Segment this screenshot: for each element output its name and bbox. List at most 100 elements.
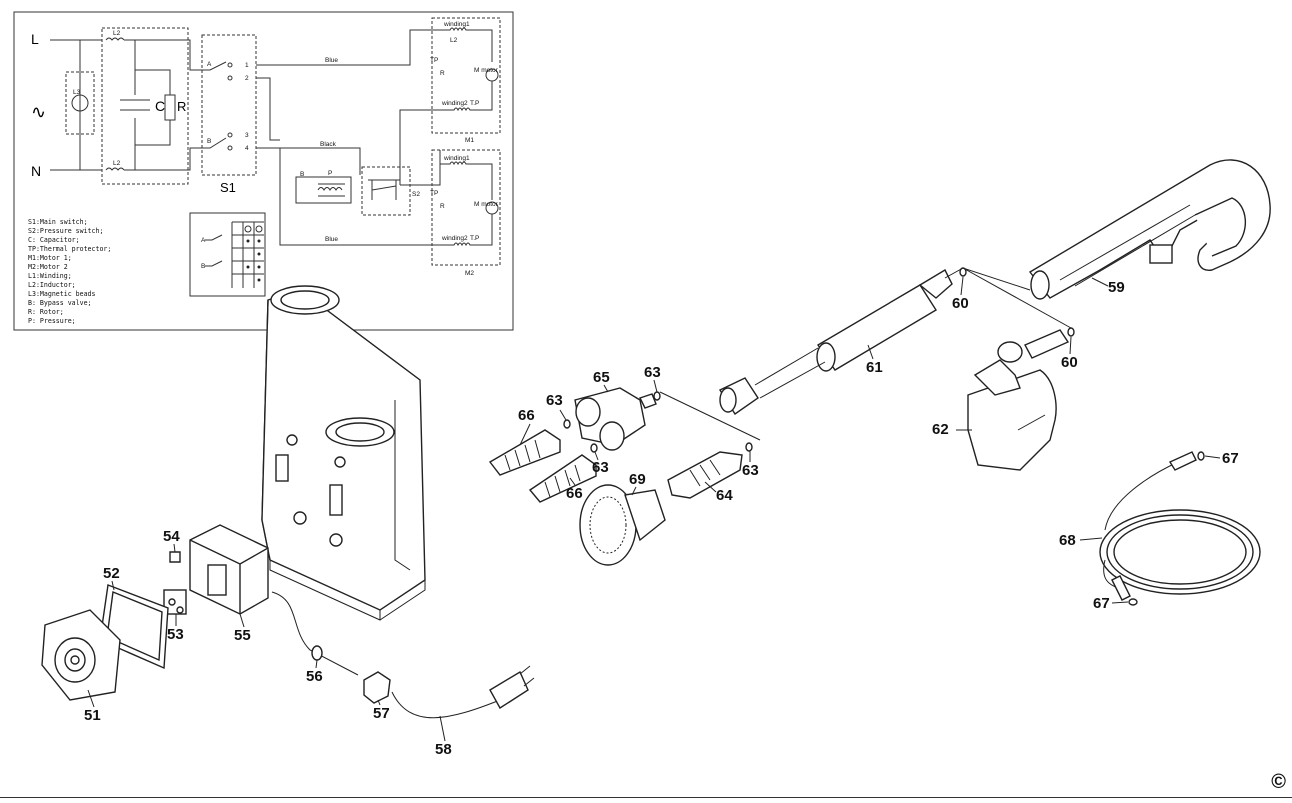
m1-tp2-label: T.P (470, 100, 479, 107)
label-part-61: 61 (866, 359, 883, 376)
legend-item: C: Capacitor; (28, 236, 80, 244)
legend-item: L1:Winding; (28, 272, 72, 280)
m1-winding2-label: winding2 (441, 100, 468, 107)
label-part-62: 62 (932, 421, 949, 438)
part-64-nozzle (667, 451, 743, 499)
ac-source-symbol: ∿ (31, 102, 46, 122)
label-L2-bottom: L2 (113, 160, 121, 167)
part-66-nozzle-bottom (528, 454, 597, 503)
wire-black (280, 147, 361, 175)
label-L3: L3 (73, 89, 81, 96)
label-N: N (31, 163, 41, 179)
label-part-67-a: 67 (1222, 450, 1239, 467)
m2-winding2-label: winding2 (441, 235, 468, 242)
part-57-clamp (363, 671, 391, 704)
wire-blue-top (256, 29, 440, 66)
bypass-valve (295, 176, 352, 204)
o-ring-67 (1128, 598, 1138, 606)
table-label-A: A (201, 237, 206, 244)
legend-item: L3:Magnetic beads (28, 290, 96, 298)
part-53-switch (163, 589, 187, 615)
part-62-foam-bottle (967, 329, 1070, 471)
part-56-cable (271, 591, 359, 676)
label-part-63-a: 63 (644, 364, 661, 381)
label-part-66-b: 66 (566, 485, 583, 502)
part-58-plug (489, 670, 529, 709)
part-66-nozzle-top (488, 429, 561, 476)
s1-box (201, 34, 257, 176)
m2-r-label: R (440, 203, 445, 210)
label-part-55: 55 (234, 627, 251, 644)
label-part-56: 56 (306, 668, 323, 685)
label-part-68: 68 (1059, 532, 1076, 549)
legend-item: S1:Main switch; (28, 218, 88, 226)
legend-item: M2:Motor 2 (28, 263, 68, 271)
o-ring-63 (745, 442, 753, 452)
label-part-58: 58 (435, 741, 452, 758)
label-part-60-a: 60 (952, 295, 969, 312)
part-65-nozzle-holder (574, 387, 657, 451)
o-ring-63 (590, 443, 598, 453)
motor-housing (261, 285, 426, 621)
label-part-54: 54 (163, 528, 180, 545)
m2-tp2-label: T.P (470, 235, 479, 242)
part-69-brush (579, 484, 666, 566)
wiring-schematic: L N ∿ L3 L2 L2 C R S1 A B 1 2 3 4 (13, 11, 514, 331)
mains-lines (50, 39, 81, 171)
o-ring-63 (653, 391, 661, 401)
label-C: C (155, 98, 165, 114)
switch-state-table (189, 212, 266, 297)
label-part-51: 51 (84, 707, 101, 724)
resistor (164, 94, 176, 121)
filter-box (101, 27, 189, 185)
label-part-65: 65 (593, 369, 610, 386)
label-M2: M2 (465, 270, 474, 277)
part-56-grommet (311, 645, 323, 661)
terminal-4: 4 (245, 145, 249, 152)
schematic-legend: S1:Main switch; S2:Pressure switch; C: C… (28, 218, 111, 325)
label-part-66-a: 66 (518, 407, 535, 424)
m2-motor-label: M motor (474, 201, 499, 208)
label-part-63-d: 63 (742, 462, 759, 479)
label-M1: M1 (465, 137, 474, 144)
label-R: R (177, 99, 186, 114)
part-51-cover (41, 609, 121, 701)
terminal-1: 1 (245, 62, 249, 69)
label-S2: S2 (412, 191, 420, 198)
m1-winding1-label: winding1 (443, 21, 470, 28)
part-58-power-cord (391, 691, 501, 719)
assembly-lines (659, 267, 1072, 441)
part-54-clip (169, 551, 181, 563)
o-ring-60 (1067, 327, 1075, 337)
wire-blue-bottom (256, 147, 440, 246)
label-switch-A: A (207, 61, 212, 68)
table-label-B: B (201, 263, 205, 270)
legend-item: B: Bypass valve; (28, 299, 92, 307)
label-L2-top: L2 (113, 30, 121, 37)
label-blue-bottom: Blue (325, 236, 338, 243)
label-P: P (328, 170, 332, 177)
m2-tp-label: TP (430, 190, 438, 197)
label-part-57: 57 (373, 705, 390, 722)
part-68-hose (1099, 451, 1261, 601)
part-59-spray-gun (1028, 159, 1271, 300)
m1-L1-top: L2 (450, 37, 458, 44)
label-S1: S1 (220, 180, 236, 195)
legend-item: S2:Pressure switch; (28, 227, 103, 235)
m1-box (431, 17, 501, 134)
part-number-labels: 51 52 53 54 55 56 57 58 59 60 60 61 62 6… (84, 276, 1239, 758)
label-L: L (31, 31, 39, 47)
label-part-63-b: 63 (546, 392, 563, 409)
label-part-53: 53 (167, 626, 184, 643)
label-part-63-c: 63 (592, 459, 609, 476)
label-part-64: 64 (716, 487, 733, 504)
label-part-60-b: 60 (1061, 354, 1078, 371)
copyright-mark: © (1271, 771, 1286, 793)
label-black: Black (320, 141, 337, 148)
part-55-switch-box (189, 524, 269, 615)
capacitor (120, 99, 150, 111)
m1-r-label: R (440, 70, 445, 77)
m1-tp-label: TP (430, 57, 438, 64)
